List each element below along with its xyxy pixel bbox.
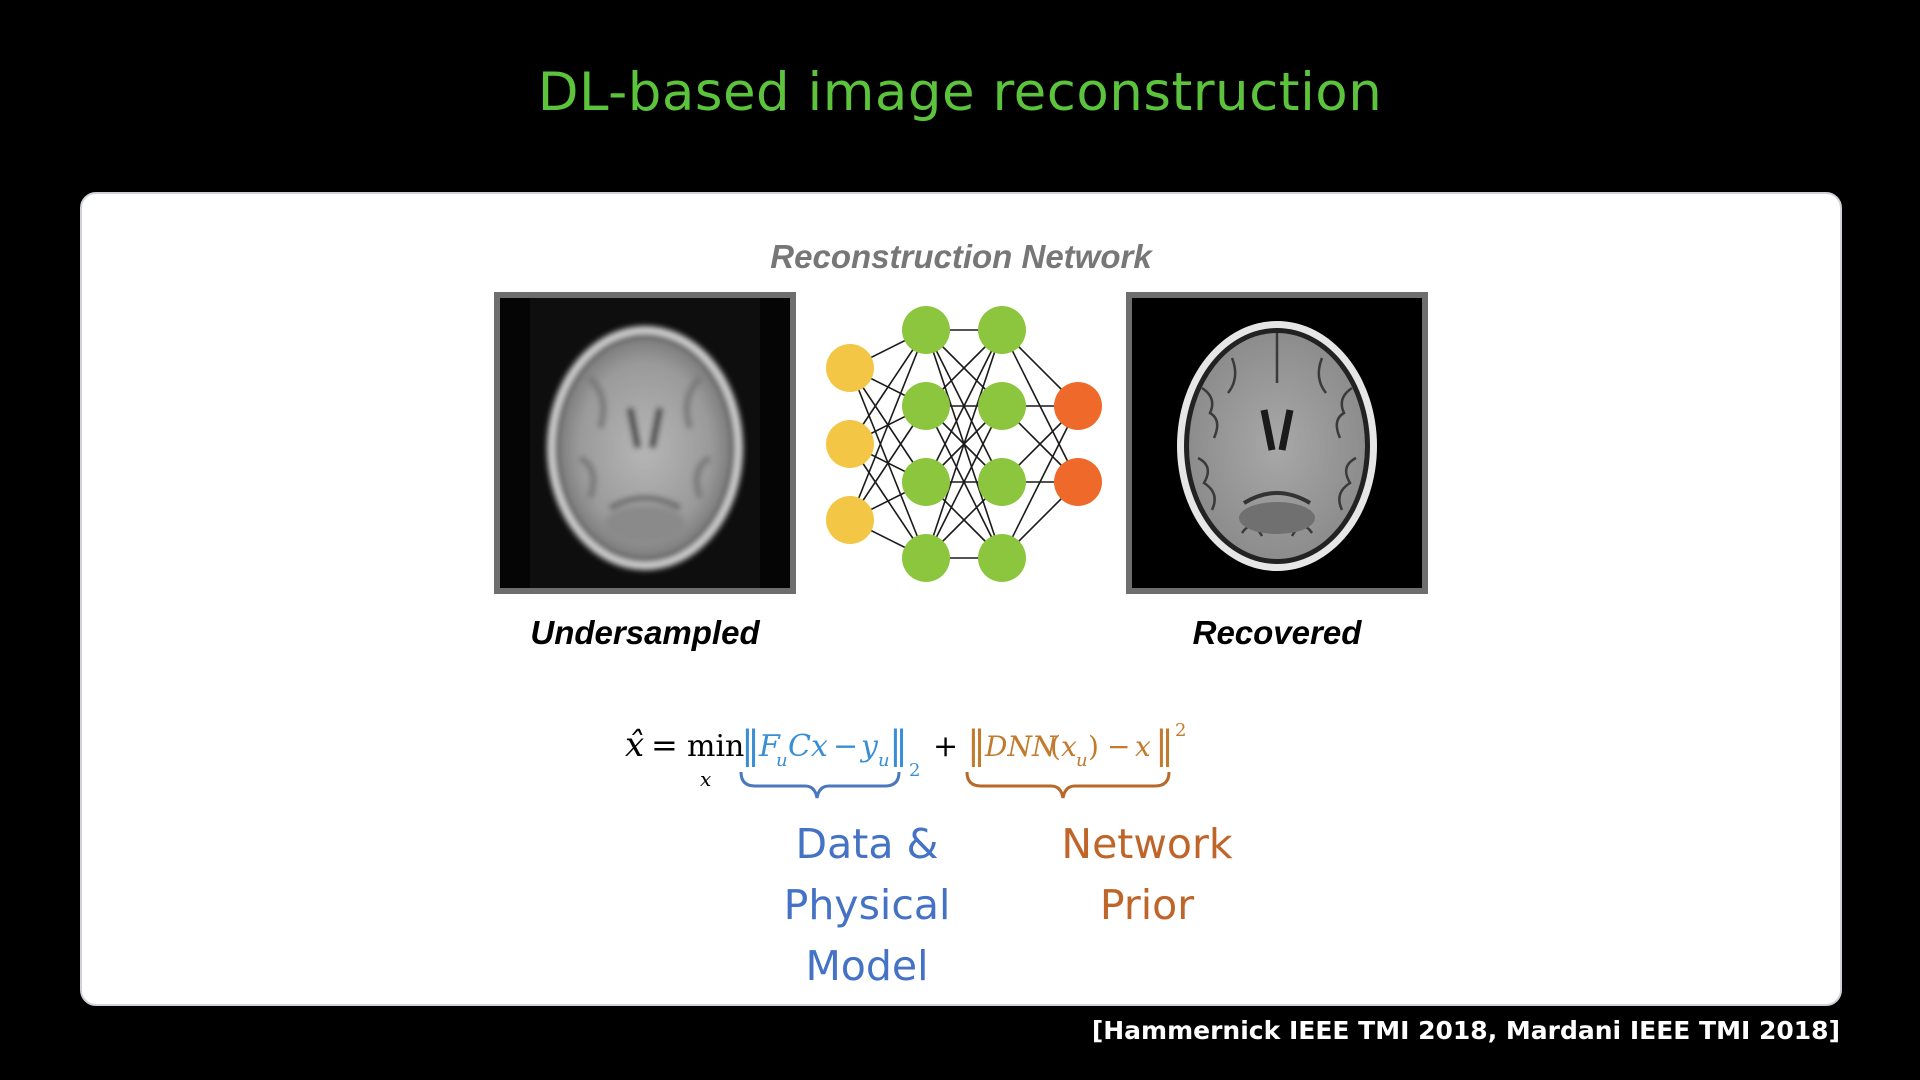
hidden-2-node [978, 306, 1026, 354]
svg-text:F: F [758, 729, 781, 764]
undersampled-image [494, 292, 796, 594]
svg-text:x: x [1135, 730, 1151, 763]
svg-text:‖: ‖ [889, 723, 908, 767]
hidden-1-node [902, 458, 950, 506]
recovered-caption: Recovered [1192, 614, 1362, 651]
prior-line: Prior [1099, 881, 1195, 929]
data-brace [739, 771, 901, 799]
svg-text:u: u [1076, 750, 1088, 771]
hidden-2-node [978, 458, 1026, 506]
network-edge [1001, 405, 1079, 559]
svg-text:u: u [878, 750, 890, 771]
formula-min-subscript: x [700, 767, 711, 791]
content-panel: Reconstruction Network [80, 192, 1842, 1006]
svg-text:x: x [1061, 730, 1077, 763]
network-edge [849, 329, 927, 521]
svg-text:DNN: DNN [984, 730, 1058, 763]
input-node [826, 420, 874, 468]
svg-text:y: y [859, 729, 879, 764]
network-edge [925, 329, 1003, 559]
network-edge [925, 405, 1003, 559]
formula-min: min [687, 729, 744, 764]
output-node [1054, 382, 1102, 430]
network-edge [925, 329, 1003, 483]
svg-text:‖: ‖ [967, 723, 986, 767]
svg-text:2: 2 [909, 760, 920, 781]
hidden-2-node [978, 534, 1026, 582]
formula-equals: = [651, 726, 678, 764]
input-node [826, 496, 874, 544]
slide-title: DL-based image reconstruction [537, 62, 1383, 123]
network-title: Reconstruction Network [770, 238, 1152, 275]
prior-line: Network [1061, 820, 1233, 868]
citation: [Hammernick IEEE TMI 2018, Mardani IEEE … [1091, 1016, 1840, 1045]
neural-network-diagram [826, 306, 1102, 582]
data-line: Physical [783, 881, 951, 929]
data-line: Model [805, 942, 929, 990]
prior-brace [965, 771, 1171, 799]
svg-text:−: − [833, 729, 858, 764]
svg-text:‖: ‖ [741, 723, 760, 767]
hidden-1-node [902, 534, 950, 582]
output-node [1054, 458, 1102, 506]
hidden-1-node [902, 382, 950, 430]
svg-text:u: u [776, 750, 788, 771]
hidden-1-node [902, 306, 950, 354]
svg-text:(: ( [1050, 730, 1061, 763]
svg-text:‖: ‖ [1155, 723, 1174, 767]
svg-text:2: 2 [1175, 720, 1186, 741]
svg-text:−: − [1107, 730, 1130, 763]
input-node [826, 344, 874, 392]
formula-plus: + [933, 729, 958, 764]
formula-data-term: ‖ F u Cx − y u ‖ 2 [741, 723, 920, 781]
undersampled-caption: Undersampled [530, 614, 760, 651]
svg-text:Cx: Cx [788, 729, 828, 764]
formula-prior-term: ‖ DNN ( x u ) − x ‖ 2 [967, 720, 1186, 771]
recovered-image [1126, 292, 1428, 594]
svg-text:): ) [1088, 730, 1099, 763]
hidden-2-node [978, 382, 1026, 430]
formula-lhs-xhat: x̂ [625, 725, 644, 765]
data-line: Data & [795, 820, 939, 868]
